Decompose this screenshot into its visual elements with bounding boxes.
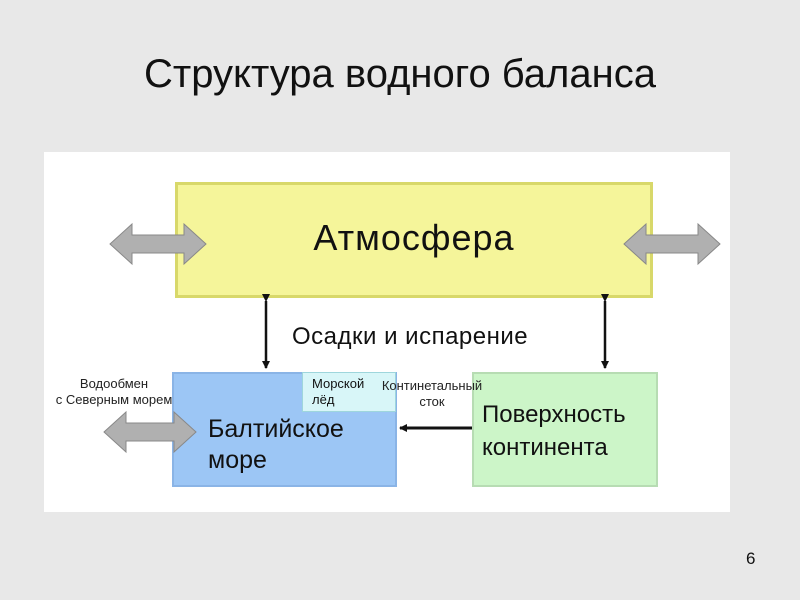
continental-runoff-label: Континетальный сток [381,378,483,409]
atmosphere-box: Атмосфера [175,182,653,298]
sea-ice-box: Морской лёд [302,372,396,412]
continent-surface-label: Поверхность континента [482,401,626,461]
atmosphere-label: Атмосфера [313,217,515,258]
precipitation-evaporation-label: Осадки и испарение [292,323,529,350]
slide-title: Структура водного баланса [144,52,656,96]
baltic-sea-box: Балтийское море [172,372,397,487]
continent-surface-box: Поверхность континента [472,372,658,487]
sea-ice-label: Морской лёд [312,376,365,407]
left-exchange-arrow [109,222,207,266]
page-number: 6 [746,549,756,568]
north-sea-exchange-arrow [103,410,197,454]
right-exchange-arrow [623,222,721,266]
baltic-sea-label: Балтийское море [208,415,344,474]
water-balance-diagram: Атмосфера Балтийское море Морской лёд По… [44,152,730,512]
diagram-arrows [103,222,721,454]
north-sea-exchange-label: Водообмен с Северным морем [55,376,173,407]
